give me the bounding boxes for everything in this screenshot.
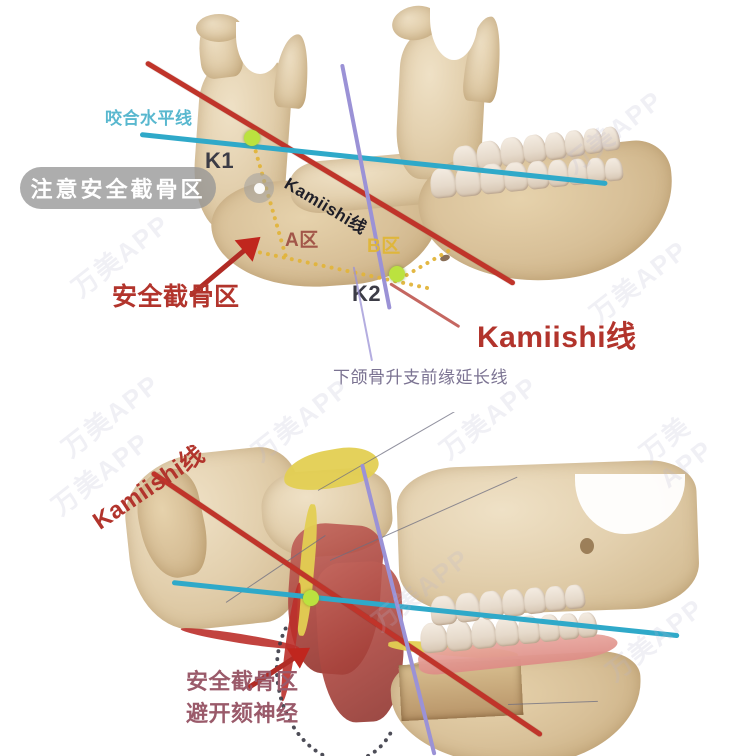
marker-k2 (389, 266, 405, 282)
label-zone-a: A区 (285, 230, 319, 251)
label-k1: K1 (205, 148, 235, 173)
infraorbital-foramen (580, 538, 594, 554)
label-safe-zone-line1: 安全截骨区 (186, 669, 299, 694)
condyle-head-left (196, 14, 242, 42)
top-illustration-panel: 咬合水平线 K1 K2 Kamiishi线 A区 B区 安全截骨区 Kamiis… (0, 0, 750, 396)
label-safe-zone: 安全截骨区 (112, 283, 240, 311)
label-ramus-extension: 下颌骨升支前缘延长线 (333, 368, 508, 387)
circle-dot-icon[interactable] (244, 173, 274, 203)
label-occlusal-line: 咬合水平线 (105, 109, 193, 128)
label-zone-b: B区 (367, 236, 401, 257)
notice-pill[interactable]: 注意安全截骨区 (20, 167, 216, 209)
marker-k1 (244, 130, 260, 146)
notice-pill-label: 注意安全截骨区 (30, 177, 206, 202)
marker-intersection-upper (303, 590, 319, 606)
bottom-illustration-panel: Kamiishi线 安全截骨区 避开颏神经 万美APP 万美APP 万美APP (0, 412, 750, 756)
label-safe-zone-line2: 避开颏神经 (186, 701, 299, 726)
label-kamiishi-big: Kamiishi线 (477, 321, 637, 354)
